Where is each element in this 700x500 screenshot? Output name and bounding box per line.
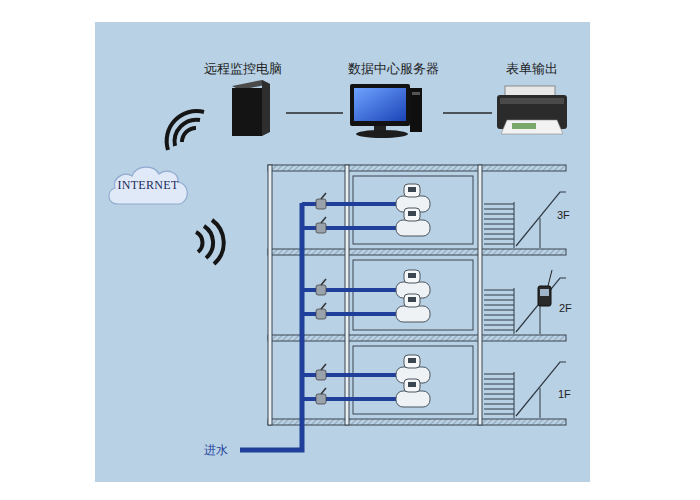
stair-step: [484, 300, 514, 301]
stair-step: [484, 315, 514, 316]
stair-step: [484, 325, 514, 326]
stair-step: [484, 379, 514, 380]
background-panel: [95, 22, 590, 482]
meter-display: [408, 382, 416, 387]
water-meter: [404, 270, 420, 283]
valve-handle: [321, 217, 326, 223]
stair-post: [514, 202, 515, 248]
floor-slab: [268, 419, 566, 425]
internet-cloud: INTERNET: [104, 160, 192, 212]
stair-post: [514, 288, 515, 334]
valve-handle: [321, 193, 326, 199]
stair-step: [484, 399, 514, 400]
meter-cabinet: [353, 260, 473, 330]
meter-cabinet: [353, 176, 473, 244]
stair-step: [484, 239, 514, 240]
stair-step: [484, 295, 514, 296]
inlet-label: 进水: [204, 442, 228, 459]
water-meter: [404, 184, 420, 197]
stair-post: [540, 304, 541, 334]
water-meter: [404, 379, 420, 392]
valve: [316, 394, 326, 404]
network-cable: [443, 113, 492, 114]
stair-step: [484, 310, 514, 311]
cable-line: [443, 112, 492, 113]
stair-step: [484, 214, 514, 215]
stair-step: [484, 305, 514, 306]
floor-label: 3F: [557, 209, 570, 221]
pc-tower: [232, 80, 270, 136]
stair-step: [484, 229, 514, 230]
stair-post: [540, 388, 541, 418]
device-label-box: 数据中心服务器: [343, 58, 443, 140]
building: [240, 165, 566, 450]
handheld-reader: [538, 286, 551, 306]
water-meter: [396, 306, 430, 322]
floor-label: 2F: [559, 302, 572, 314]
meter-display: [408, 297, 416, 302]
valve: [316, 223, 326, 233]
stair-step: [484, 204, 514, 205]
meter-display: [408, 358, 416, 363]
stair-step: [484, 389, 514, 390]
water-meter: [396, 391, 430, 407]
device-label: 远程监控电脑: [200, 58, 286, 78]
stair-step: [484, 234, 514, 235]
meter-cabinet: [353, 346, 473, 414]
floor-slab: [268, 165, 566, 171]
device-label: 数据中心服务器: [343, 58, 443, 78]
floor-slab: [268, 249, 566, 255]
device-label: 表单输出: [492, 58, 572, 78]
wall: [268, 165, 272, 425]
valve-handle: [321, 303, 326, 309]
water-meter: [404, 355, 420, 368]
meter-display: [408, 211, 416, 216]
stair-step: [484, 290, 514, 291]
meter-display: [408, 273, 416, 278]
water-meter: [404, 208, 420, 221]
stair-step: [484, 384, 514, 385]
meter-display: [408, 187, 416, 192]
stair-step: [484, 374, 514, 375]
stair-step: [484, 394, 514, 395]
valve-handle: [321, 279, 326, 285]
stair-step: [484, 209, 514, 210]
device-label-box: 远程监控电脑: [200, 58, 286, 140]
valve: [316, 285, 326, 295]
handheld-screen: [540, 289, 549, 296]
stair-rail: [516, 278, 566, 332]
cloud-label: INTERNET: [104, 160, 192, 193]
network-cable: [286, 113, 343, 114]
stair-step: [484, 224, 514, 225]
printer: [497, 86, 567, 134]
valve-handle: [321, 388, 326, 394]
handheld-antenna: [548, 270, 552, 286]
water-meter: [396, 220, 430, 236]
cable-line: [286, 112, 343, 113]
wall: [478, 165, 482, 425]
valve: [316, 199, 326, 209]
valve-handle: [321, 364, 326, 370]
stair-step: [484, 409, 514, 410]
valve: [316, 370, 326, 380]
stair-post: [514, 372, 515, 418]
stair-step: [484, 330, 514, 331]
floor-slab: [268, 335, 566, 341]
water-meter: [404, 294, 420, 307]
stair-step: [484, 244, 514, 245]
stair-step: [484, 414, 514, 415]
stair-step: [484, 404, 514, 405]
valve: [316, 309, 326, 319]
server-computer: [350, 84, 422, 138]
floor-label: 1F: [558, 388, 571, 400]
device-label-box: 表单输出: [492, 58, 572, 140]
water-pipe: [240, 203, 302, 450]
stair-step: [484, 320, 514, 321]
stair-step: [484, 219, 514, 220]
stair-post: [540, 218, 541, 248]
